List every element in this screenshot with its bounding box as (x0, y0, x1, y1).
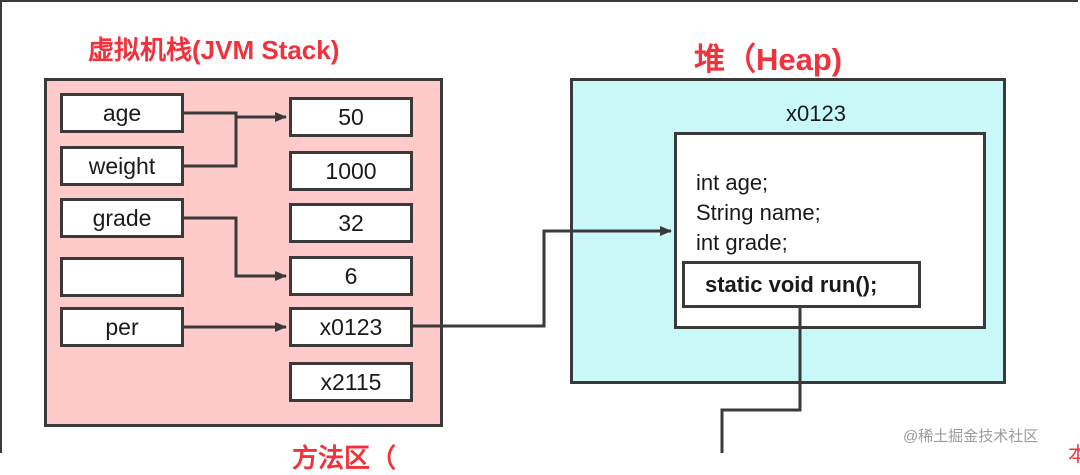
line-method-to-method-area (720, 308, 802, 453)
stack-variable-grade: grade (60, 198, 184, 238)
stack-variable-age: age (60, 93, 184, 133)
stack-value-50: 50 (289, 97, 413, 137)
stack-variable-empty (60, 257, 184, 297)
stack-title: 虚拟机栈(JVM Stack) (88, 35, 340, 65)
stack-variable-per: per (60, 307, 184, 347)
heap-field-name: String name; (696, 200, 821, 225)
heap-field-age: int age; (696, 170, 769, 195)
stack-value-x2115: x2115 (289, 362, 413, 402)
diagram-frame (0, 0, 1078, 453)
stack-value-32: 32 (289, 203, 413, 243)
arrow-weight-to-50 (184, 117, 238, 168)
heap-object-address: x0123 (786, 101, 846, 126)
heap-title: 堆（Heap) (694, 42, 843, 77)
stack-value-1000: 1000 (289, 151, 413, 191)
stack-value-6: 6 (289, 256, 413, 296)
arrow-x0123-to-heap-object (413, 226, 672, 328)
watermark: @稀土掘金技术社区 (903, 428, 1039, 445)
stack-variable-weight: weight (60, 146, 184, 186)
stack-value-x0123: x0123 (289, 307, 413, 347)
arrow-age-to-50 (184, 111, 287, 122)
heap-static-method: static void run(); (682, 261, 921, 308)
reference-arrows (184, 111, 802, 453)
method-area-title: 方法区（ (292, 443, 397, 473)
arrow-grade-to-6 (184, 216, 287, 281)
heap-field-grade: int grade; (696, 230, 788, 255)
